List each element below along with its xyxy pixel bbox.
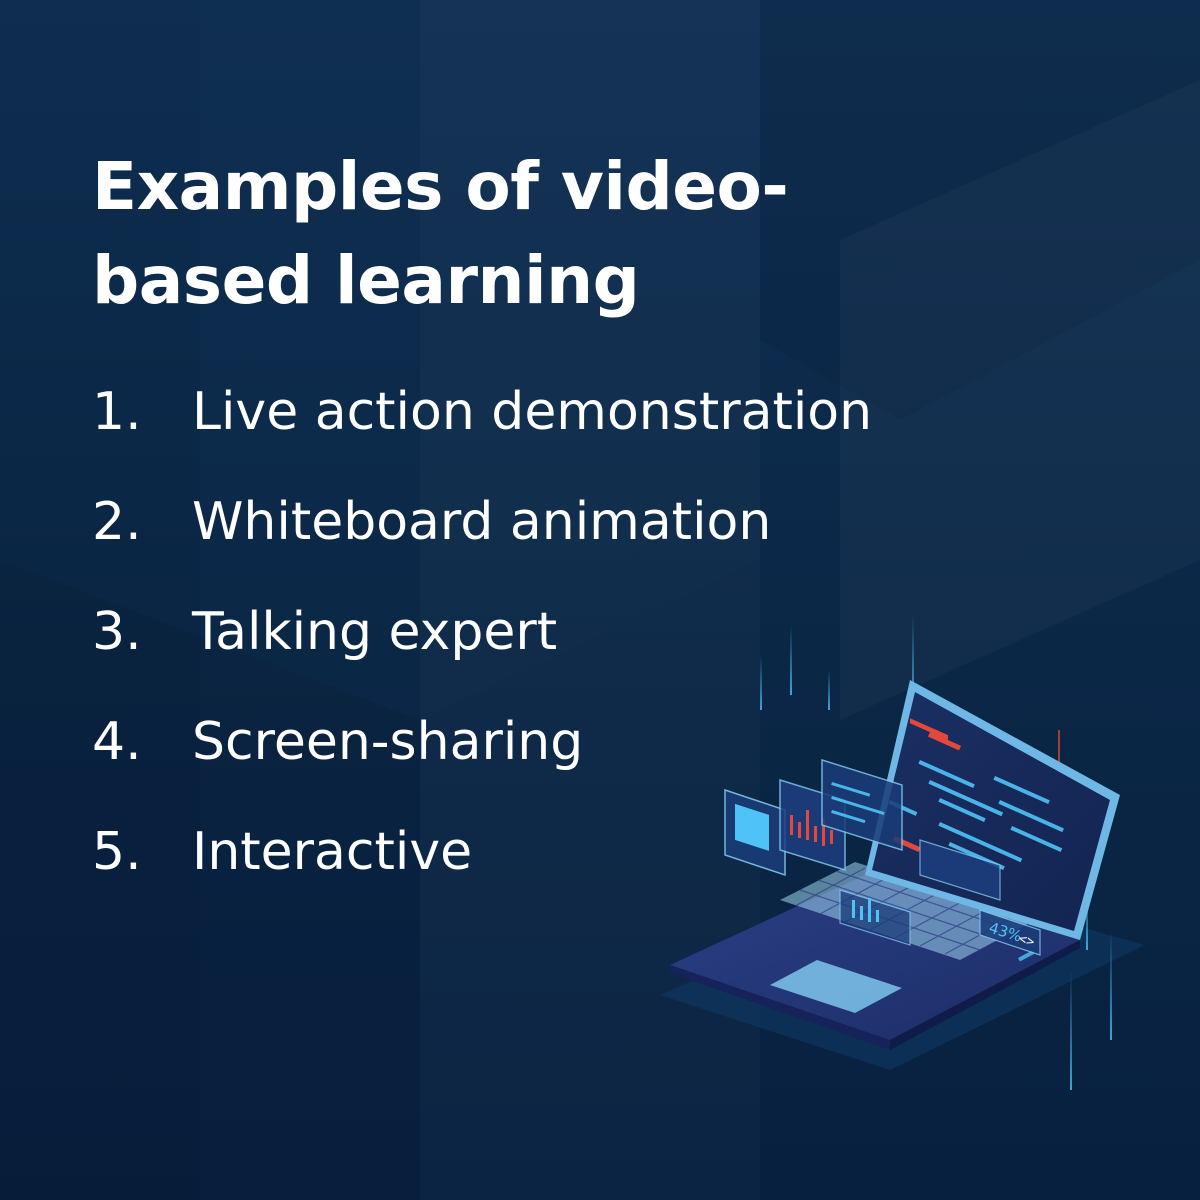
- list-item-number: 1.: [92, 382, 142, 442]
- list-item-number: 5.: [92, 822, 142, 882]
- rising-light-lines: [760, 615, 1112, 1090]
- floating-panels: [724, 758, 1041, 956]
- code-brackets-icon: <>: [1017, 931, 1037, 950]
- laptop-illustration: 43% <>: [660, 615, 1145, 1090]
- list-item: 4. Screen-sharing: [92, 702, 872, 812]
- screen-code-lines: [888, 718, 1064, 871]
- page-title: Examples of video-based learning: [92, 148, 789, 319]
- list-item-label: Talking expert: [192, 602, 558, 662]
- touchpad: [770, 960, 902, 1013]
- list-item-number: 3.: [92, 602, 142, 662]
- list-item-label: Whiteboard animation: [192, 492, 772, 552]
- list-item: 5. Interactive: [92, 812, 872, 922]
- list-item-label: Interactive: [192, 822, 473, 882]
- list-item: 2. Whiteboard animation: [92, 482, 872, 592]
- list-item-number: 2.: [92, 492, 142, 552]
- list-item-number: 4.: [92, 712, 142, 772]
- list-item: 3. Talking expert: [92, 592, 872, 702]
- list-item-label: Live action demonstration: [192, 382, 873, 442]
- examples-list: 1. Live action demonstration 2. Whiteboa…: [92, 372, 872, 922]
- list-item: 1. Live action demonstration: [92, 372, 872, 482]
- list-item-label: Screen-sharing: [192, 712, 584, 772]
